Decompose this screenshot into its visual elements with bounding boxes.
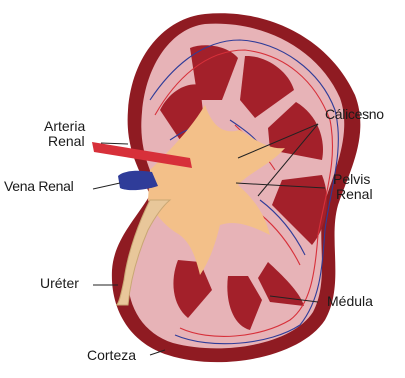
label-pelvis-renal-line2: Renal bbox=[336, 187, 373, 202]
label-arteria-renal-line1: Arteria bbox=[44, 119, 85, 134]
label-ureter: Uréter bbox=[40, 276, 79, 291]
label-arteria-renal-line2: Renal bbox=[48, 134, 85, 149]
label-vena-renal: Vena Renal bbox=[4, 179, 73, 194]
label-pelvis-renal-line1: Pelvis bbox=[333, 172, 370, 187]
label-calices: Cálicesno bbox=[325, 107, 384, 122]
renal-vein bbox=[118, 171, 158, 190]
label-corteza: Corteza bbox=[87, 348, 136, 363]
label-medula: Médula bbox=[327, 294, 373, 309]
